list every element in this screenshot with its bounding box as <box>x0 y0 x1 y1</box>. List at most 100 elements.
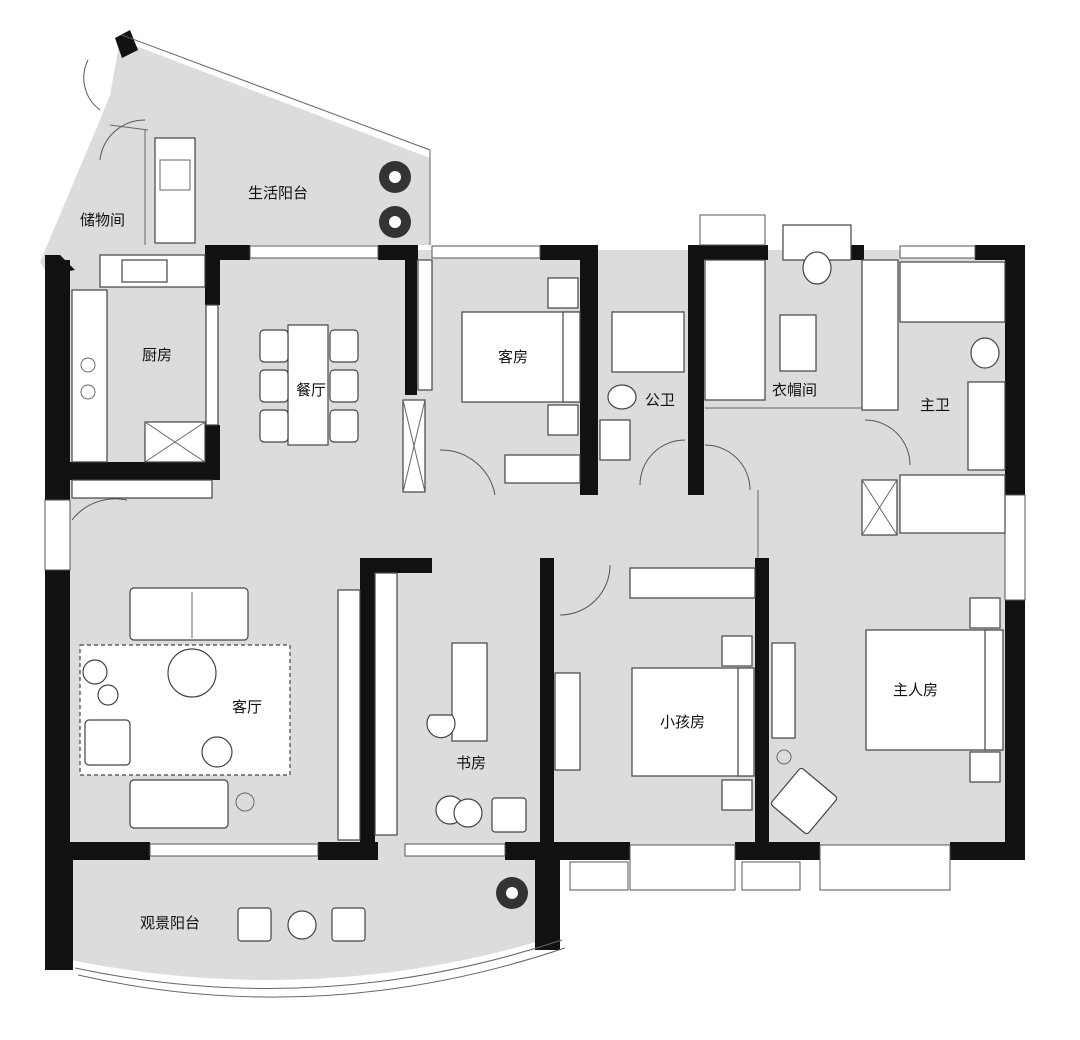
guest-wardrobe[interactable] <box>504 454 581 484</box>
master-shower[interactable] <box>899 261 1006 323</box>
window-kids-bay[interactable] <box>629 844 736 891</box>
master-nightstand[interactable] <box>969 751 1001 783</box>
side-table[interactable] <box>97 684 119 706</box>
door-swing-icon[interactable] <box>99 119 146 161</box>
wall-living-study <box>360 558 375 858</box>
kitchen-glass-door[interactable] <box>205 304 219 426</box>
wall-bath-right <box>688 245 704 495</box>
cloak-toilet[interactable] <box>802 251 832 285</box>
kids-nightstand[interactable] <box>721 779 753 811</box>
door-swing-icon[interactable] <box>639 439 686 486</box>
living-balcony-floor <box>40 40 430 270</box>
balcony-chair[interactable] <box>237 907 272 942</box>
label-public-bath: 公卫 <box>645 391 675 409</box>
dining-chair[interactable] <box>329 409 359 443</box>
kids-nightstand[interactable] <box>721 635 753 667</box>
kitchen-sink[interactable] <box>121 259 168 283</box>
cloak-island[interactable] <box>779 314 817 372</box>
window-master-right[interactable] <box>1004 494 1026 601</box>
window-dining[interactable] <box>249 245 379 259</box>
window-study-bottom[interactable] <box>404 843 506 857</box>
armchair[interactable] <box>84 719 131 766</box>
door-swing-icon[interactable] <box>71 498 128 521</box>
study-armchair[interactable] <box>491 797 527 833</box>
master-armchair[interactable] <box>770 767 838 835</box>
window-living-left[interactable] <box>44 499 71 571</box>
wall-right-top <box>975 245 1025 260</box>
wall-kids-master <box>755 558 769 858</box>
window-ac-1[interactable] <box>569 861 629 891</box>
cutout-top-middle <box>430 205 690 250</box>
stool[interactable] <box>201 736 233 768</box>
label-guest-room: 客房 <box>498 348 528 366</box>
guest-nightstand[interactable] <box>547 277 579 309</box>
wall-guest-top <box>540 245 598 260</box>
dining-chair[interactable] <box>259 329 289 363</box>
guest-bed[interactable] <box>461 311 581 403</box>
kitchen-counter-left[interactable] <box>71 289 108 463</box>
stove-burner <box>80 357 96 373</box>
dining-chair[interactable] <box>259 369 289 403</box>
master-bathtub[interactable] <box>899 474 1006 534</box>
study-round-table-2[interactable] <box>453 798 483 828</box>
balcony-table[interactable] <box>287 910 317 940</box>
label-kids-room: 小孩房 <box>660 713 705 731</box>
label-living-room: 客厅 <box>232 698 262 716</box>
kids-wardrobe[interactable] <box>629 567 756 599</box>
master-cabinet[interactable] <box>771 642 796 739</box>
master-bath-group: 主卫 <box>861 261 1006 536</box>
sofa-top[interactable] <box>129 587 249 641</box>
door-swing-icon[interactable] <box>704 444 751 491</box>
shower-area[interactable] <box>611 311 685 373</box>
wall-cloak-top-right <box>848 245 864 260</box>
balcony-chair[interactable] <box>331 907 366 942</box>
study-desk[interactable] <box>451 642 488 742</box>
label-view-balcony: 观景阳台 <box>140 914 200 932</box>
dining-chair[interactable] <box>329 369 359 403</box>
window-balcony-arc[interactable] <box>74 939 563 989</box>
tv-cabinet[interactable] <box>337 589 361 841</box>
window-living-bottom[interactable] <box>149 843 319 857</box>
window-balcony-arc-2[interactable] <box>77 947 566 998</box>
dining-chair[interactable] <box>329 329 359 363</box>
window-master-bay[interactable] <box>819 844 951 891</box>
bath-sink[interactable] <box>599 419 631 461</box>
door-swing-icon[interactable] <box>439 449 496 496</box>
side-table[interactable] <box>82 659 108 685</box>
study-bookshelf[interactable] <box>374 572 398 836</box>
master-vanity[interactable] <box>967 381 1006 471</box>
living-balcony-group: 生活阳台 储物间 <box>80 59 411 245</box>
window-cloak-top[interactable] <box>699 214 766 246</box>
wall-living-bottom <box>45 842 150 860</box>
door-swing-icon[interactable] <box>864 419 911 466</box>
master-nightstand[interactable] <box>969 597 1001 629</box>
master-toilet[interactable] <box>970 337 1000 369</box>
wall-guest-right <box>580 245 598 495</box>
coffee-table[interactable] <box>167 648 217 698</box>
window-guest[interactable] <box>431 245 541 259</box>
door-swing-icon[interactable] <box>83 59 101 111</box>
cloak-rack-left[interactable] <box>704 259 766 401</box>
kids-desk[interactable] <box>554 672 581 771</box>
label-cloakroom: 衣帽间 <box>772 381 817 399</box>
wall-dining-top <box>205 245 250 260</box>
master-bed[interactable] <box>865 629 1004 751</box>
study-chair[interactable] <box>426 714 456 739</box>
guest-nightstand[interactable] <box>547 404 579 436</box>
kitchen-group: 厨房 <box>71 254 219 463</box>
kitchen-shoe-cabinet[interactable] <box>71 479 213 499</box>
label-master-bath: 主卫 <box>920 396 950 414</box>
dining-tall-cabinet[interactable] <box>417 259 433 391</box>
potted-plant-icon <box>379 161 411 193</box>
door-swing-icon[interactable] <box>559 564 611 616</box>
kids-bed[interactable] <box>631 667 755 777</box>
study-group: 书房 <box>374 572 527 836</box>
window-living-balcony-edge[interactable] <box>121 34 431 151</box>
toilet[interactable] <box>607 384 637 410</box>
cloak-rack-right[interactable] <box>861 259 899 411</box>
dining-chair[interactable] <box>259 409 289 443</box>
sofa-bottom[interactable] <box>129 779 229 829</box>
window-master-bath[interactable] <box>899 245 976 259</box>
window-ac-2[interactable] <box>741 861 801 891</box>
